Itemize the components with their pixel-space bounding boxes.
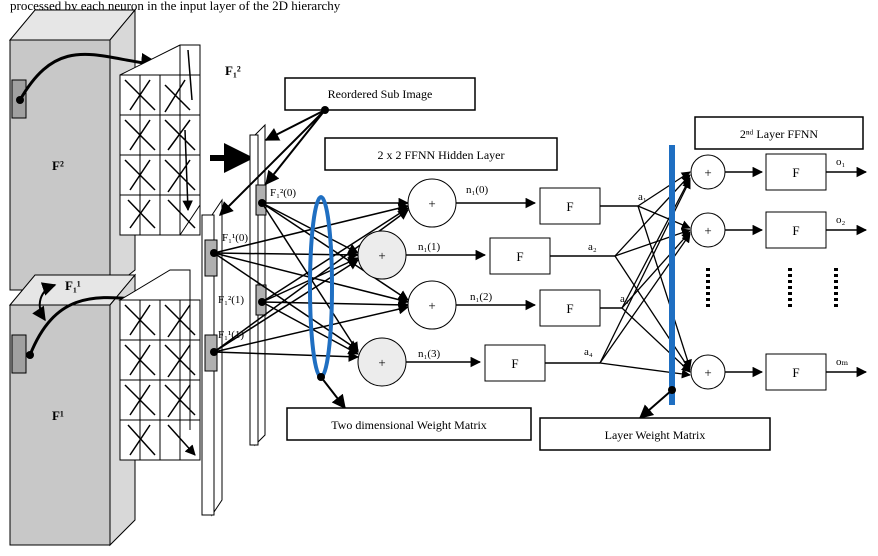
sub-image-grid-upper (119, 44, 201, 236)
frame-f2: F² (8, 8, 137, 292)
input-label-0: F₁²(0) (270, 187, 296, 199)
net-label-1: n₁(1) (418, 241, 440, 253)
arrow-f2-to-grid (18, 52, 163, 101)
second-layer-label: 2ⁿᵈ Layer FFNN (740, 127, 819, 141)
output-sum-0-symbol: + (704, 165, 711, 180)
weight-matrix-2d-label: Two dimensional Weight Matrix (331, 418, 487, 432)
output-sum-2-symbol: + (704, 365, 711, 380)
output-label-0: o₁ (836, 156, 846, 168)
input-label-1: F₁¹(0) (222, 232, 248, 244)
output-f-2 (765, 353, 827, 391)
input-label-2: F₁²(1) (218, 294, 244, 306)
layer-weight-pointer (638, 389, 673, 419)
net-label-3: n₁(3) (418, 348, 440, 360)
hidden-f-1 (489, 237, 551, 275)
weight-matrix-pointer (320, 376, 346, 410)
output-f-1-label: F (792, 223, 799, 238)
frame-f1-2-label: F₁² (225, 63, 241, 78)
hidden-sum-2-symbol: + (428, 298, 435, 313)
weight-matrix-2d-box (286, 407, 532, 441)
hidden-f-3 (484, 344, 546, 382)
frame-f1-1-label: F₁¹ (65, 278, 81, 293)
frame-f1: F¹ (8, 273, 137, 547)
hidden-f-2-label: F (566, 301, 573, 316)
hidden-f-2 (539, 289, 601, 327)
hidden-layer-box (324, 137, 558, 171)
reordered-columns (201, 123, 267, 517)
activation-label-1: a₂ (588, 241, 597, 253)
layer-weight-matrix-label: Layer Weight Matrix (605, 428, 706, 442)
reordered-arrow-3 (265, 109, 326, 186)
frame-f1-marker (11, 334, 27, 374)
layer-weight-matrix-box (539, 417, 771, 451)
activation-label-3: a₄ (584, 346, 593, 358)
hidden-sum-3-symbol: + (378, 355, 385, 370)
reordered-arrow-2 (264, 109, 326, 141)
output-f-2-label: F (792, 365, 799, 380)
input-label-3: F₁¹(1) (218, 329, 244, 341)
output-label-1: o₂ (836, 214, 846, 226)
hidden-f-1-label: F (516, 249, 523, 264)
output-sum-1-symbol: + (704, 223, 711, 238)
hidden-f-0-label: F (566, 199, 573, 214)
hidden-f-0 (539, 187, 601, 225)
frame-f1-label: F¹ (52, 408, 64, 423)
reordered-sub-image-box (284, 77, 476, 111)
arrow-f1-sub (32, 282, 57, 322)
second-layer-box (694, 116, 864, 150)
reordered-arrow-1 (219, 109, 326, 216)
activation-label-2: a₃ (620, 293, 629, 305)
output-f-1 (765, 211, 827, 249)
frame-f2-label: F² (52, 158, 64, 173)
output-label-2: oₘ (836, 356, 849, 368)
hidden-f-3-label: F (511, 356, 518, 371)
hidden-sum-0-symbol: + (428, 196, 435, 211)
net-label-0: n₁(0) (466, 184, 488, 196)
output-f-0-label: F (792, 165, 799, 180)
net-label-2: n₁(2) (470, 291, 492, 303)
hidden-sum-1-symbol: + (378, 248, 385, 263)
weight-matrix-ellipse (308, 195, 334, 379)
hidden-layer-label: 2 x 2 FFNN Hidden Layer (378, 148, 505, 162)
activation-label-0: a₁ (638, 191, 647, 203)
reordered-sub-image-label: Reordered Sub Image (328, 87, 433, 101)
sub-image-grid-lower (118, 269, 200, 460)
